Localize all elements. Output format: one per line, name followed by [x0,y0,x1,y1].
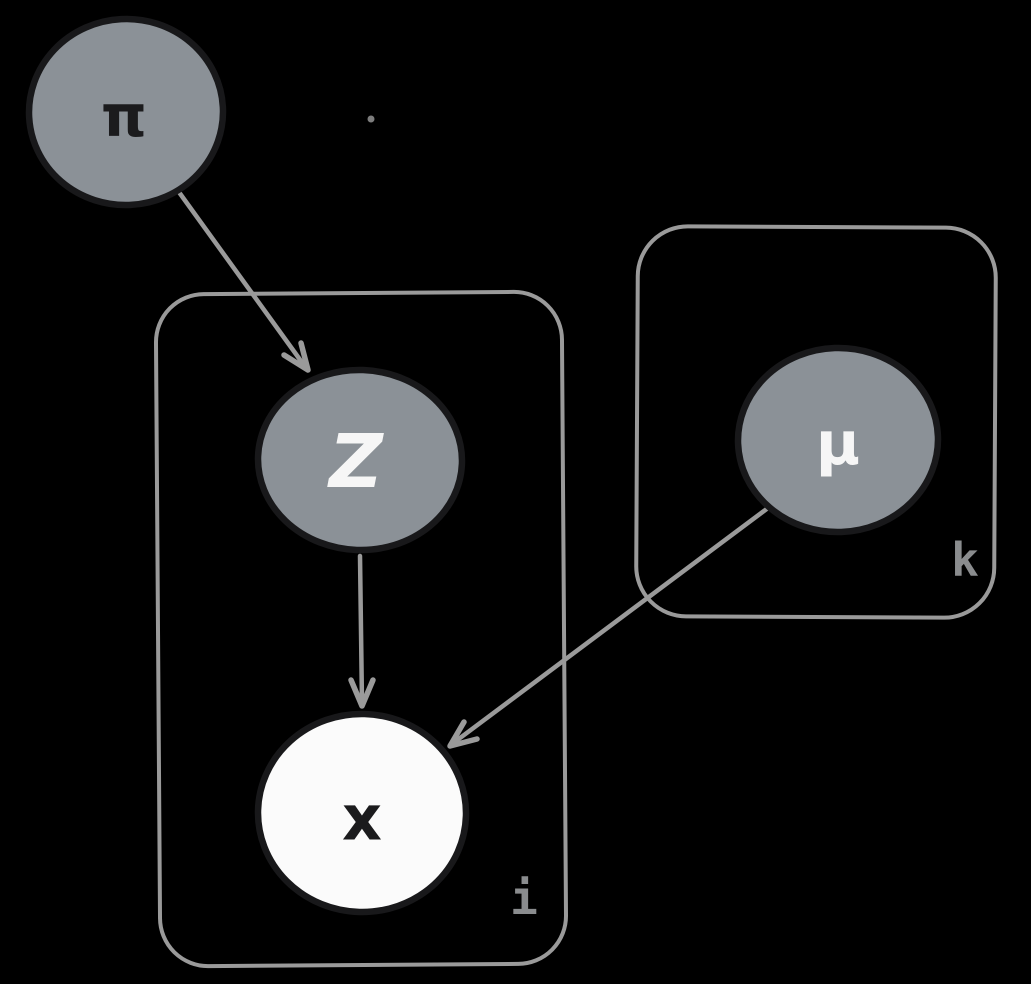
plate-k: k [634,224,998,620]
node-pi-circle [25,15,227,209]
edge-pi-z-line [173,185,309,371]
plate-i-border [153,289,569,969]
edge-mu-x [447,505,771,749]
plate-i: i [153,289,569,969]
arrowhead-z-x [348,677,376,709]
node-z: Z [254,366,466,554]
node-mu-label: μ [816,409,860,479]
edge-mu-x-line [449,505,771,747]
ink-dot [367,115,375,123]
arrowhead-mu-x [447,719,480,749]
plate-i-label: i [510,871,538,925]
node-pi: π [25,15,227,209]
node-x-circle [254,710,470,916]
edge-z-x [348,553,376,709]
node-x: x [254,710,470,916]
node-mu-circle [734,344,942,536]
node-z-label: Z [327,419,384,505]
edge-z-x-line [357,553,365,707]
node-pi-label: π [101,82,147,150]
node-z-circle [254,366,466,554]
node-x-label: x [342,782,382,855]
node-mu: μ [734,344,942,536]
edge-pi-z [173,185,311,373]
plate-k-border [634,224,998,620]
plate-k-label: k [951,533,979,587]
arrowhead-pi-z [281,340,311,373]
